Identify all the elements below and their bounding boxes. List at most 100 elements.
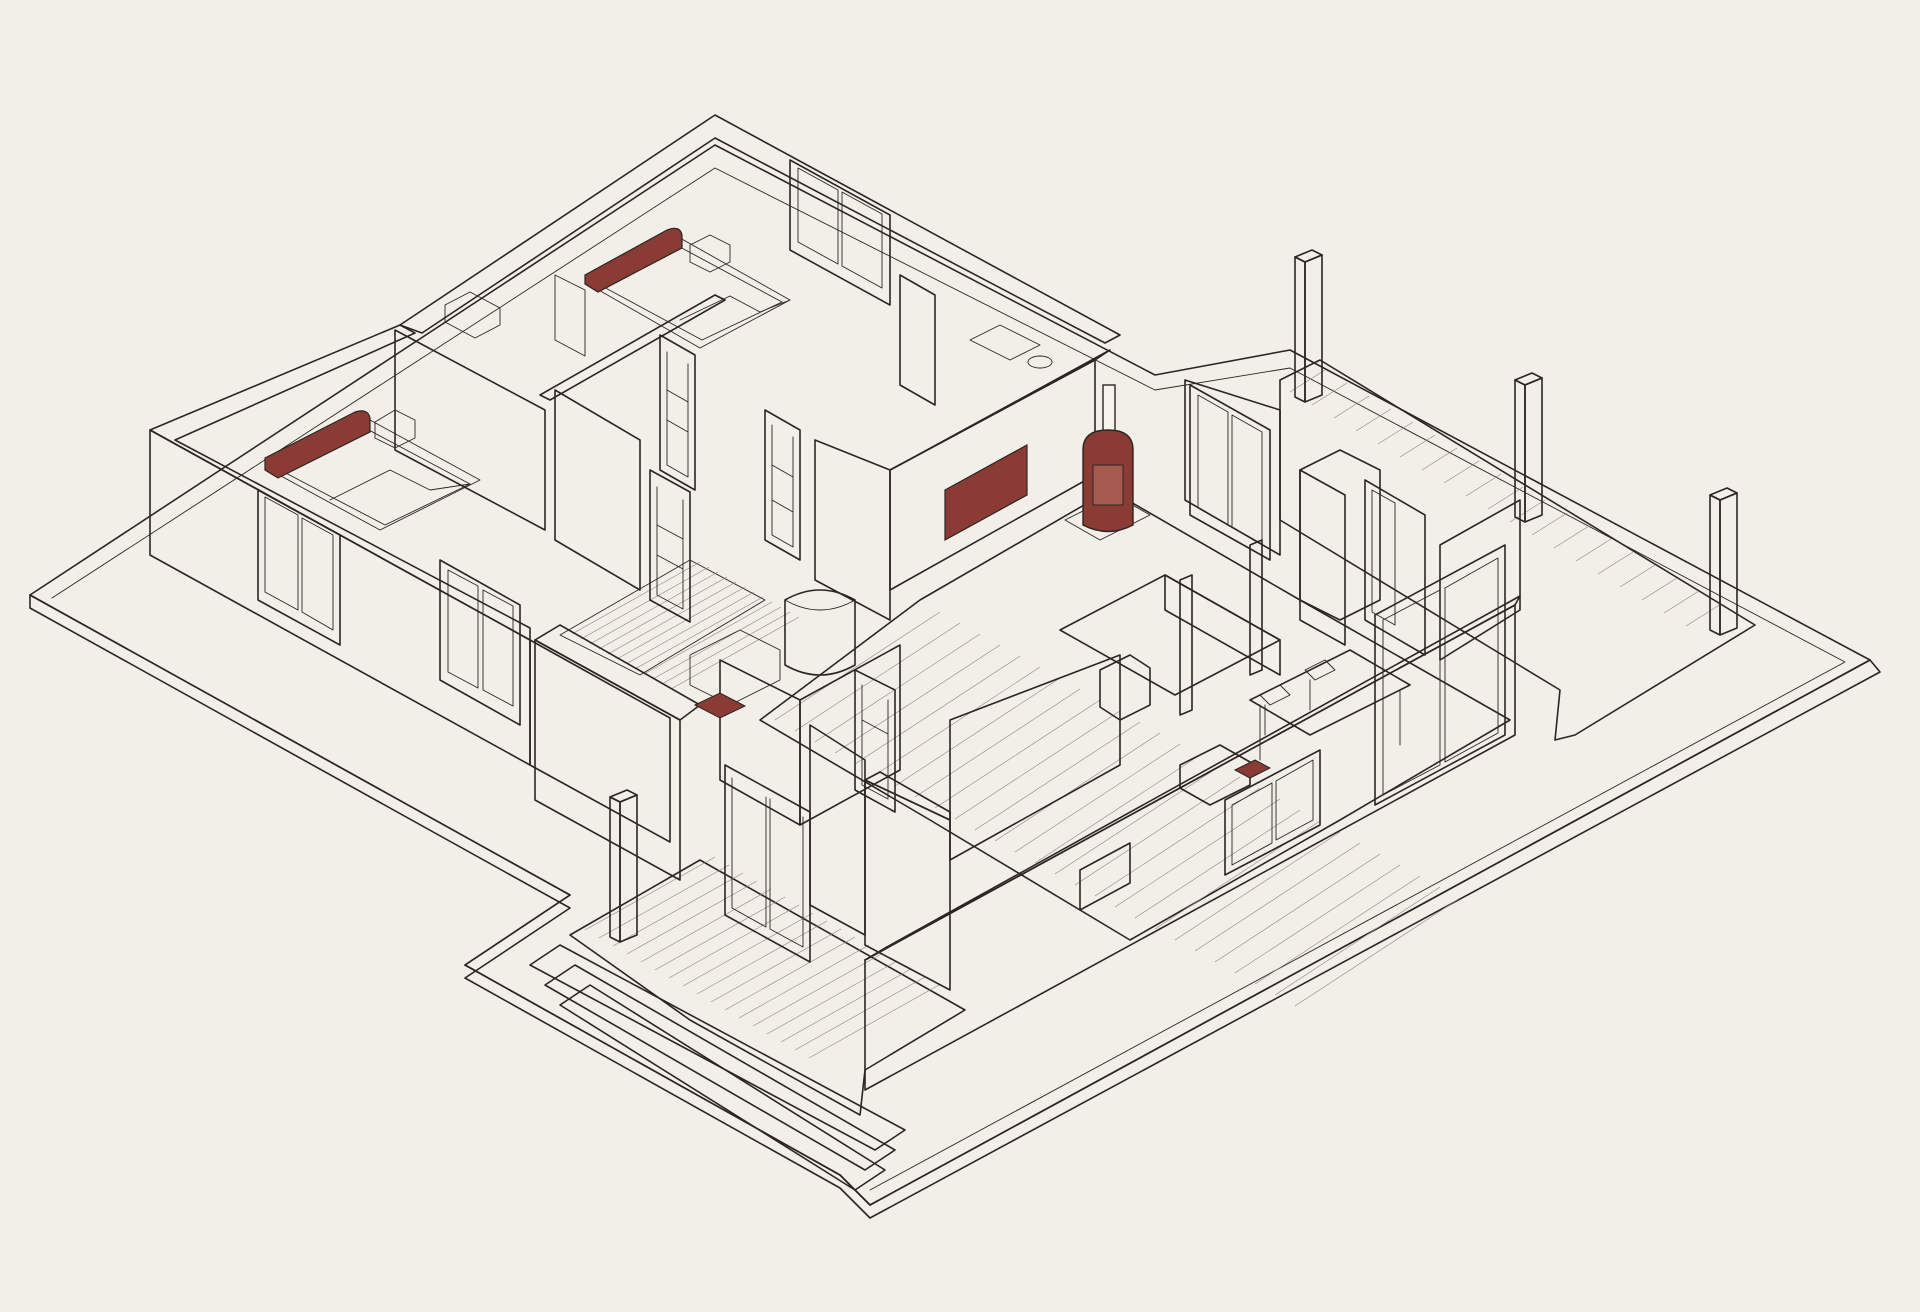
door-bath3 bbox=[764, 409, 801, 561]
window-west-2 bbox=[439, 559, 521, 726]
floor-board-line bbox=[794, 622, 961, 732]
floor-board-line bbox=[652, 606, 782, 680]
floor-board-line bbox=[1174, 831, 1341, 941]
floor-board-line bbox=[1034, 754, 1201, 864]
floor-board-line bbox=[794, 976, 926, 1051]
window-living-front bbox=[1224, 749, 1321, 876]
window-north bbox=[789, 159, 891, 306]
floor-board-line bbox=[661, 611, 791, 685]
wood-stove bbox=[1064, 384, 1151, 541]
floor-board-line bbox=[814, 633, 981, 743]
window-front-frame bbox=[1224, 749, 1321, 876]
floor-board-line bbox=[616, 586, 746, 660]
bathroom-west bbox=[444, 274, 586, 357]
closet-door bbox=[439, 559, 521, 726]
floor-board-line bbox=[696, 920, 828, 995]
sofa-chaise bbox=[1099, 654, 1151, 721]
wall-south-west-face bbox=[529, 639, 671, 843]
floor-board-line bbox=[1575, 538, 1612, 562]
floor-board-line bbox=[752, 952, 884, 1027]
floor-board-line bbox=[1619, 564, 1656, 588]
floor-board-line bbox=[607, 581, 737, 655]
window-kitchen bbox=[1079, 842, 1131, 911]
wall-corridor bbox=[554, 389, 641, 591]
wall-bath2-side bbox=[799, 644, 901, 826]
step-2 bbox=[544, 964, 896, 1171]
living-furniture bbox=[1059, 449, 1411, 806]
headboard-north bbox=[584, 227, 683, 293]
bath-north-toilet bbox=[1027, 355, 1053, 369]
house-floor bbox=[559, 489, 1511, 1007]
floor-board-line bbox=[589, 571, 719, 645]
floor-board-line bbox=[1289, 369, 1326, 393]
floor-board-line bbox=[1685, 603, 1722, 627]
floor-board-line bbox=[974, 721, 1141, 831]
floor-board-line bbox=[1421, 447, 1458, 471]
bath-center-mat bbox=[693, 692, 747, 719]
door-corridor-2 bbox=[649, 469, 691, 623]
floor-board-line bbox=[634, 596, 764, 670]
floor-board-line bbox=[1234, 864, 1401, 974]
living-floor bbox=[759, 489, 1511, 941]
nightstand-west bbox=[374, 409, 416, 449]
floor-board-line bbox=[954, 710, 1121, 820]
bath-north-door bbox=[899, 274, 936, 406]
floor-board-line bbox=[682, 912, 814, 987]
floor-board-line bbox=[654, 896, 786, 971]
sofa-back bbox=[1164, 574, 1281, 676]
entry-porch bbox=[569, 856, 966, 1116]
window-living-east bbox=[1374, 544, 1506, 806]
floor-board-line bbox=[934, 699, 1101, 809]
bath-center-vanity bbox=[689, 629, 781, 706]
floor-board-line bbox=[571, 561, 701, 635]
dining-chair-1 bbox=[1259, 684, 1291, 736]
floor-board-line bbox=[1294, 897, 1461, 1007]
door-entry bbox=[724, 764, 811, 963]
terrace-deck-boards bbox=[1289, 369, 1722, 627]
bath-north-shower bbox=[969, 324, 1041, 361]
wall-north-top bbox=[399, 114, 1121, 344]
floor-board-line bbox=[1333, 395, 1370, 419]
floor-board-line bbox=[710, 928, 842, 1003]
floor-board-line bbox=[738, 944, 870, 1019]
floor-board-line bbox=[643, 601, 773, 675]
floor-board-line bbox=[834, 644, 1001, 754]
floor-board-line bbox=[625, 591, 755, 665]
floor-board-line bbox=[780, 968, 912, 1043]
floor-board-line bbox=[1509, 499, 1546, 523]
window-west-1 bbox=[257, 489, 341, 646]
floor-board-line bbox=[1014, 743, 1181, 853]
floor-board-line bbox=[874, 666, 1041, 776]
floor-board-line bbox=[894, 677, 1061, 787]
floor-board-line bbox=[1531, 512, 1568, 536]
floor-board-line bbox=[914, 688, 1081, 798]
floor-board-line bbox=[766, 960, 898, 1035]
floor-board-line bbox=[808, 984, 940, 1059]
ottoman bbox=[1179, 744, 1251, 806]
nightstand-north bbox=[689, 234, 731, 273]
living-windows bbox=[1079, 384, 1506, 911]
floor-board-line bbox=[1094, 787, 1261, 897]
floor-board-line bbox=[1399, 434, 1436, 458]
bed-west-blanket bbox=[329, 469, 471, 501]
wall-utility-top bbox=[864, 771, 951, 821]
floor-board-line bbox=[1074, 776, 1241, 886]
platform-inner-edge bbox=[51, 167, 1846, 1191]
bedroom-west bbox=[257, 409, 521, 726]
floor-board-line bbox=[598, 576, 728, 650]
terrace-post-3 bbox=[1709, 487, 1738, 636]
floor-board-line bbox=[1553, 525, 1590, 549]
rear-terrace bbox=[609, 249, 1756, 943]
entry-rug bbox=[1233, 759, 1272, 779]
terrace-post-1 bbox=[1294, 249, 1323, 403]
entry-door-frame bbox=[724, 764, 811, 963]
floor-board-line bbox=[1311, 382, 1348, 406]
door-corridor-1 bbox=[659, 334, 696, 491]
dining-table bbox=[1249, 649, 1411, 736]
kitchen-cabinet bbox=[1299, 449, 1381, 621]
step-3 bbox=[559, 984, 886, 1191]
wall-artwork bbox=[944, 443, 1028, 542]
terrace-post-2 bbox=[1514, 372, 1543, 523]
